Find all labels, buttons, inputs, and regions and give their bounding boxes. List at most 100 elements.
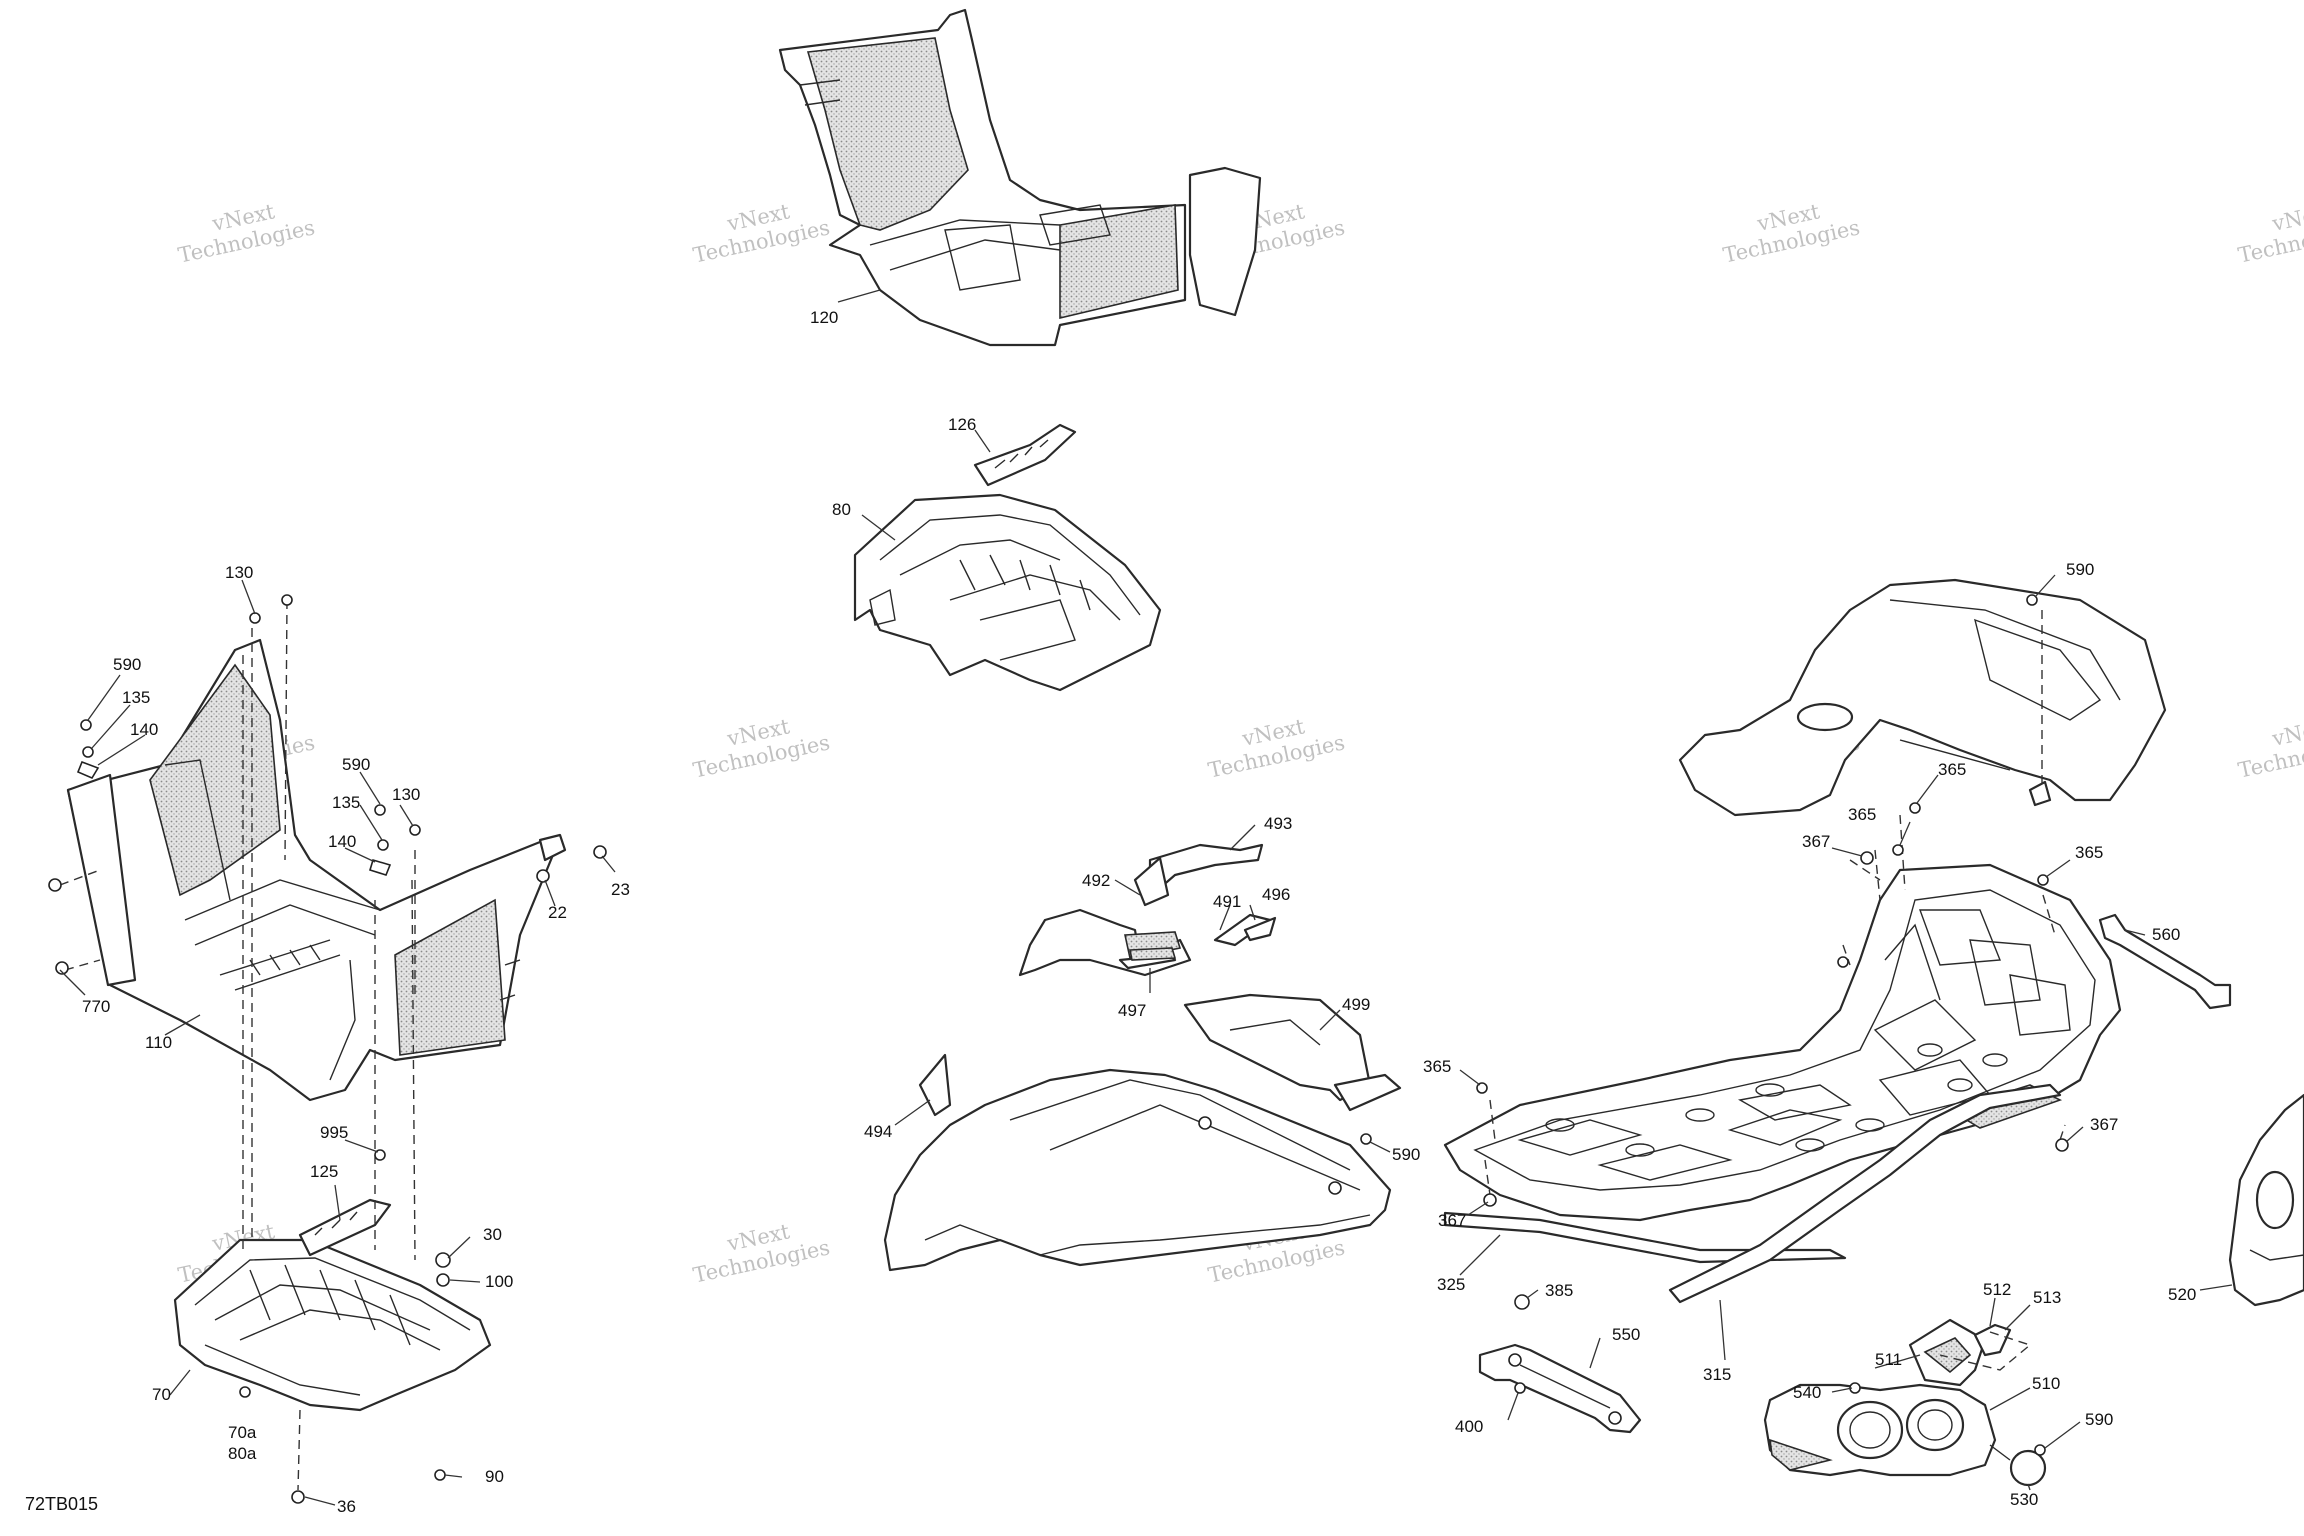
label-36: 36 [337, 1497, 356, 1516]
fastener-770b [55, 961, 69, 975]
hardware [48, 594, 2069, 1504]
screw-365b [1909, 802, 1921, 814]
part-rear-cover [1678, 578, 2167, 817]
screw-90 [434, 1469, 446, 1481]
label-365b: 365 [1938, 760, 1966, 779]
screw-590d [2026, 594, 2038, 606]
label-511: 511 [1875, 1350, 1902, 1369]
part-325-rear-rack [1443, 863, 2122, 1222]
label-135b: 135 [332, 793, 360, 812]
screw-22 [536, 869, 550, 883]
clip-36 [291, 1490, 305, 1504]
screw-590a [80, 719, 92, 731]
watermark: vNext Technologies [2236, 199, 2304, 267]
label-70: 70 [152, 1385, 171, 1404]
label-400: 400 [1455, 1417, 1483, 1436]
part-494-fender [883, 1053, 1392, 1272]
part-510-taillight [1763, 1383, 2047, 1487]
nut-367b [1860, 851, 1874, 865]
label-513: 513 [2033, 1288, 2061, 1307]
label-130b: 130 [392, 785, 420, 804]
label-140a: 140 [130, 720, 158, 739]
label-497: 497 [1118, 1001, 1146, 1020]
label-90: 90 [485, 1467, 504, 1486]
label-520: 520 [2168, 1285, 2196, 1304]
label-590b: 590 [342, 755, 370, 774]
screw-400 [1514, 1382, 1526, 1394]
leader-lines [59, 289, 2233, 1506]
watermark: vNext Technologies [691, 199, 832, 267]
clip-140b [369, 859, 392, 876]
part-499-shield [1183, 993, 1402, 1112]
watermark: vNext Technologies [1206, 714, 1347, 782]
label-80a: 80a [228, 1444, 257, 1463]
label-70a: 70a [228, 1423, 257, 1442]
label-995: 995 [320, 1123, 348, 1142]
label-491: 491 [1213, 892, 1241, 911]
nut-385 [1514, 1294, 1530, 1310]
nut-30 [435, 1252, 451, 1268]
screw-130c [409, 824, 421, 836]
screw-130a [249, 612, 261, 624]
callout-labels: 120 126 80 130 590 135 140 590 135 130 1… [82, 308, 2196, 1516]
watermark: vNext Technologies [691, 714, 832, 782]
label-540: 540 [1793, 1383, 1821, 1402]
label-100: 100 [485, 1272, 513, 1291]
watermark: vNext Technologies [2236, 714, 2304, 782]
part-49x-shields [1018, 843, 1277, 977]
label-126: 126 [948, 415, 976, 434]
part-520-side-panel [2228, 1093, 2304, 1307]
clip-70a [239, 1386, 251, 1398]
screw-23 [593, 845, 607, 859]
label-530: 530 [2010, 1490, 2038, 1509]
part-80-tray [853, 493, 1162, 692]
label-510: 510 [2032, 1374, 2060, 1393]
assembly-lines [59, 599, 2066, 1491]
diagram-ref-code: 72TB015 [25, 1494, 98, 1514]
label-590c: 590 [1392, 1145, 1420, 1164]
nut-367c [2055, 1138, 2069, 1152]
label-23: 23 [611, 880, 630, 899]
screw-365a [1476, 1082, 1488, 1094]
label-499: 499 [1342, 995, 1370, 1014]
label-315: 315 [1703, 1365, 1731, 1384]
label-365c: 365 [1848, 805, 1876, 824]
label-365d: 365 [2075, 843, 2103, 862]
label-590a: 590 [113, 655, 141, 674]
label-590e: 590 [2085, 1410, 2113, 1429]
part-110-left-footwell [66, 638, 567, 1102]
label-30: 30 [483, 1225, 502, 1244]
label-365a: 365 [1423, 1057, 1451, 1076]
screw-590b [374, 804, 386, 816]
label-120: 120 [810, 308, 838, 327]
screw-365c [1892, 844, 1904, 856]
label-367c: 367 [2090, 1115, 2118, 1134]
watermark: vNext Technologies [176, 199, 317, 267]
washer-135a [82, 746, 94, 758]
part-126-bracket [973, 423, 1077, 487]
label-135a: 135 [122, 688, 150, 707]
label-512: 512 [1983, 1280, 2011, 1299]
label-325: 325 [1437, 1275, 1465, 1294]
screw-365d [2037, 874, 2049, 886]
label-496: 496 [1262, 885, 1290, 904]
part-70-left-tray [173, 1198, 492, 1412]
label-80: 80 [832, 500, 851, 519]
label-130a: 130 [225, 563, 253, 582]
part-511-513-brackets [1908, 1318, 2032, 1387]
part-550-crossbar [1478, 1343, 1642, 1434]
label-110: 110 [145, 1033, 172, 1052]
label-367b: 367 [1802, 832, 1830, 851]
label-493: 493 [1264, 814, 1292, 833]
part-560-rod [2098, 913, 2232, 1010]
label-140b: 140 [328, 832, 356, 851]
label-22: 22 [548, 903, 567, 922]
label-590d: 590 [2066, 560, 2094, 579]
watermark: vNext Technologies [691, 1219, 832, 1287]
part-120-footwell [778, 8, 1262, 347]
screw-590c [1360, 1133, 1372, 1145]
label-125: 125 [310, 1162, 338, 1181]
washer-135b [377, 839, 389, 851]
